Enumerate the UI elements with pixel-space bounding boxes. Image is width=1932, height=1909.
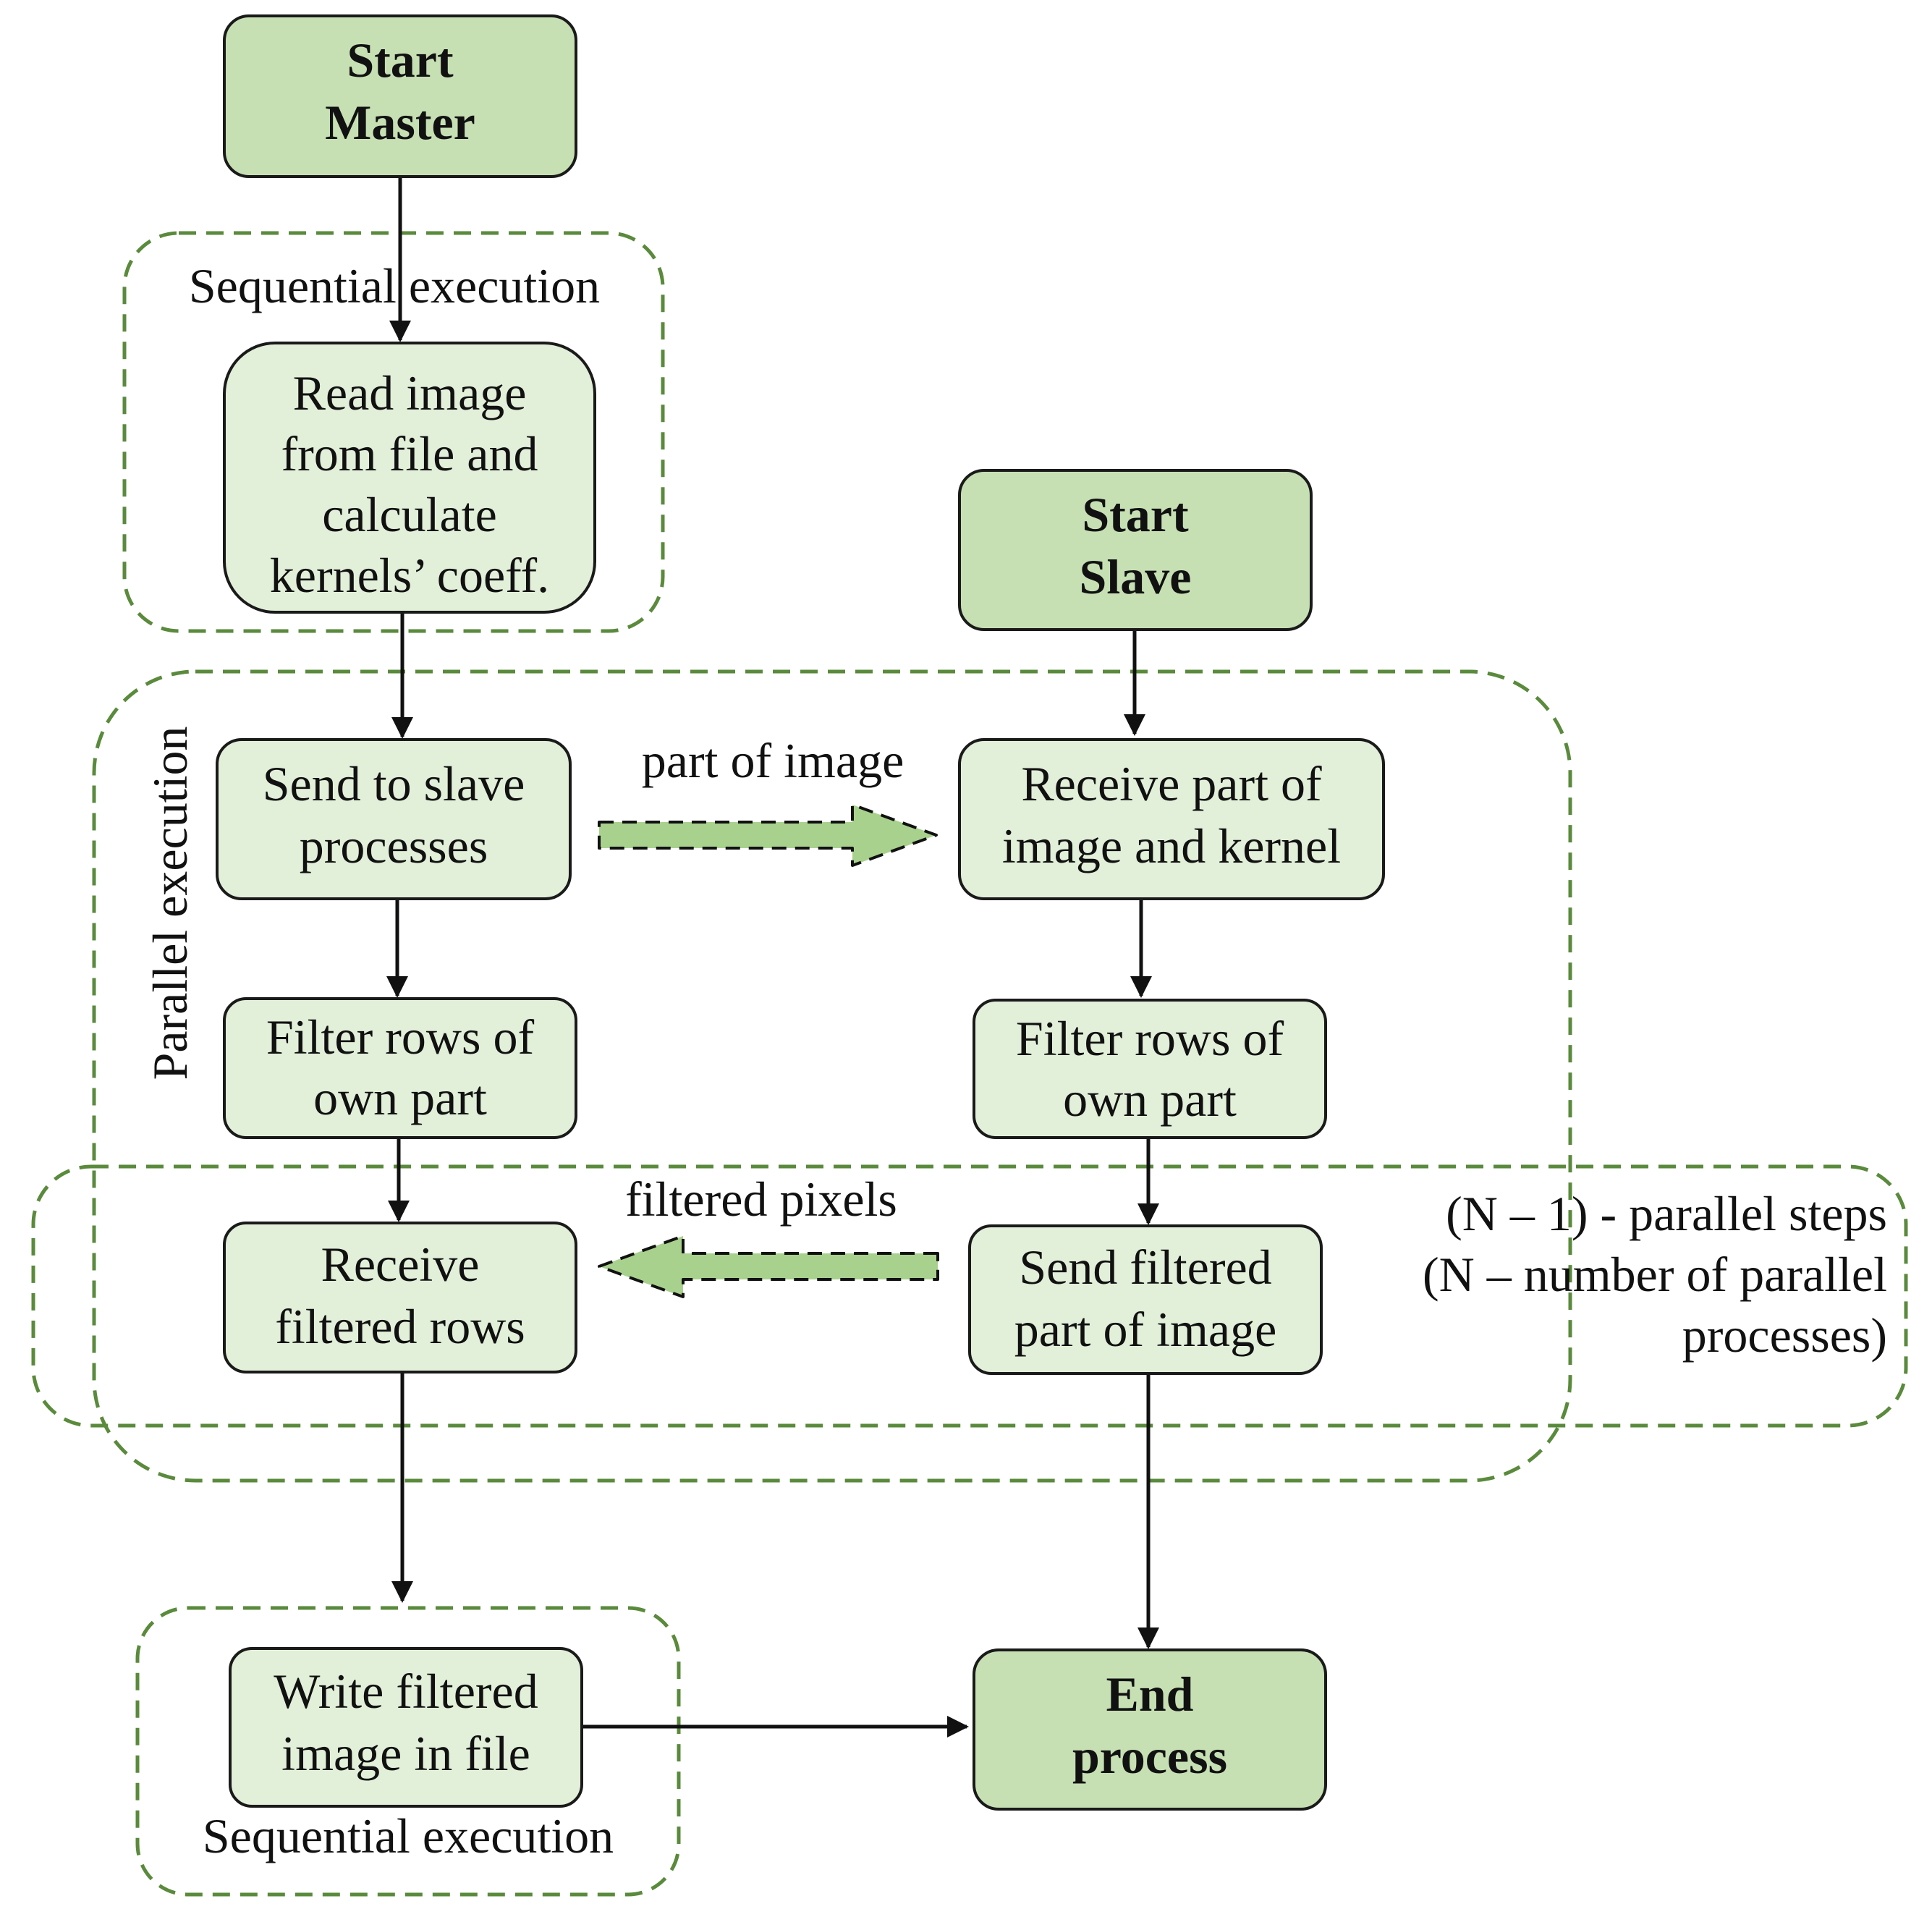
node-receive-part-line2: image and kernel — [1002, 818, 1341, 873]
node-send-filtered: Send filtered part of image — [968, 1224, 1323, 1375]
node-read-image: Read image from file and calculate kerne… — [223, 342, 596, 614]
node-end-process: End process — [973, 1648, 1327, 1811]
node-receive-filtered: Receive filtered rows — [223, 1222, 577, 1373]
edges — [386, 177, 1159, 1737]
region-sequential-bottom — [135, 1606, 681, 1897]
arrow-to-slave-label: part of image — [642, 733, 904, 788]
node-start-master-line2: Master — [325, 95, 475, 150]
node-write-filtered-line2: image in file — [281, 1726, 530, 1781]
node-filter-slave-line2: own part — [1063, 1072, 1237, 1127]
node-filter-slave: Filter rows of own part — [973, 999, 1327, 1139]
node-receive-filtered-line2: filtered rows — [275, 1299, 525, 1354]
region-parallel — [92, 669, 1572, 1483]
node-filter-slave-line1: Filter rows of — [1016, 1011, 1284, 1066]
node-read-image-line2: from file and — [281, 426, 538, 481]
sequential-bottom-label: Sequential execution — [203, 1808, 614, 1863]
arrow-to-master-label: filtered pixels — [625, 1172, 897, 1227]
node-receive-part: Receive part of image and kernel — [958, 738, 1385, 900]
node-receive-filtered-line1: Receive — [321, 1237, 480, 1292]
region-labels: Sequential execution Parallel execution … — [143, 258, 1887, 1863]
node-send-to-slave-line2: processes — [300, 818, 488, 873]
regions — [31, 231, 1908, 1897]
node-filter-master-line1: Filter rows of — [266, 1009, 535, 1064]
node-start-slave-line2: Slave — [1080, 549, 1192, 604]
nodes: Start Master Read image from file and ca… — [216, 14, 1385, 1811]
parallel-steps-label-line2: (N – number of parallel — [1423, 1247, 1887, 1302]
node-read-image-line1: Read image — [293, 365, 527, 420]
parallel-steps-label-line1: (N – 1) - parallel steps — [1446, 1186, 1887, 1241]
data-arrows: part of image filtered pixels — [598, 733, 939, 1298]
node-read-image-line3: calculate — [322, 487, 497, 542]
node-start-slave-line1: Start — [1082, 487, 1189, 542]
node-start-master: Start Master — [223, 14, 577, 178]
node-receive-part-line1: Receive part of — [1021, 756, 1322, 811]
node-start-slave: Start Slave — [958, 469, 1313, 631]
parallel-steps-label-line3: processes) — [1682, 1308, 1887, 1363]
node-write-filtered: Write filtered image in file — [229, 1647, 583, 1808]
node-filter-master: Filter rows of own part — [223, 997, 577, 1139]
node-write-filtered-line1: Write filtered — [274, 1664, 538, 1719]
region-sequential-top — [122, 231, 665, 633]
node-send-filtered-line1: Send filtered — [1019, 1240, 1271, 1295]
arrow-to-slave — [598, 803, 938, 867]
node-read-image-line4: kernels’ coeff. — [270, 548, 549, 603]
parallel-label: Parallel execution — [143, 726, 198, 1080]
node-send-to-slave-line1: Send to slave — [263, 756, 525, 811]
node-end-process-line1: End — [1106, 1667, 1194, 1722]
node-send-filtered-line2: part of image — [1014, 1302, 1277, 1357]
region-parallel-steps — [31, 1164, 1908, 1428]
arrow-to-master — [598, 1235, 939, 1298]
node-end-process-line2: process — [1072, 1729, 1227, 1784]
node-start-master-line1: Start — [347, 33, 454, 88]
node-send-to-slave: Send to slave processes — [216, 738, 572, 900]
node-filter-master-line2: own part — [313, 1070, 487, 1125]
sequential-top-label: Sequential execution — [189, 258, 600, 313]
